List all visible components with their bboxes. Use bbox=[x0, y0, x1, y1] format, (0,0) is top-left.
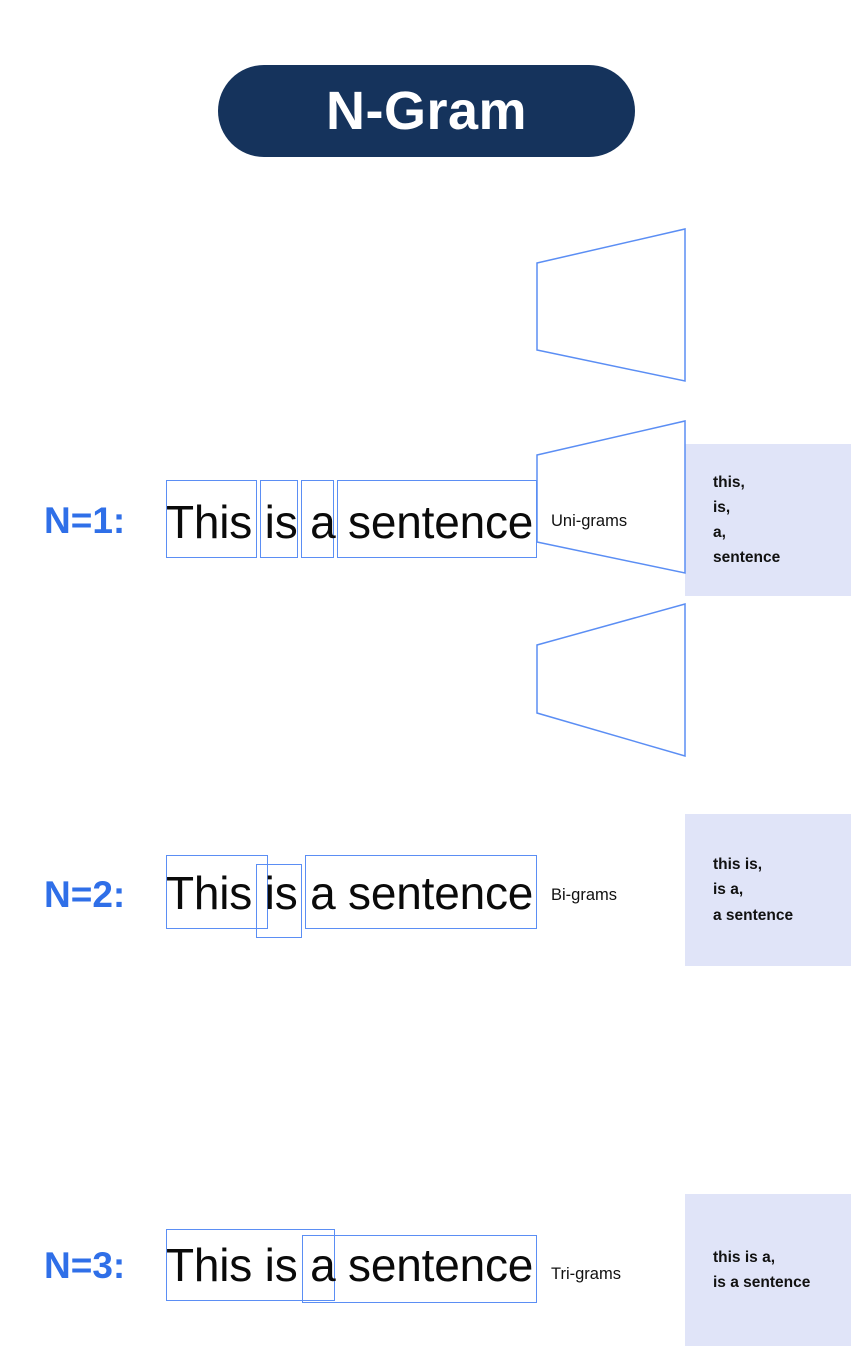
gram-label-bigram: Bi-grams bbox=[551, 886, 618, 904]
ngram-row-trigram: N=3: This is a sentence Tri-grams this i… bbox=[0, 590, 851, 1346]
output-text-bigram: this is, is a, a sentence bbox=[713, 856, 794, 924]
funnel-shape-trigram bbox=[536, 603, 686, 757]
sentence-text-bigram: This is a sentence bbox=[166, 867, 534, 919]
sentence-text-unigram: This is a sentence bbox=[166, 496, 534, 548]
token-box-a bbox=[301, 480, 334, 558]
row-label-n2: N=2: bbox=[44, 874, 126, 915]
output-panel-trigram: this is a, is a sentence bbox=[685, 1194, 851, 1346]
funnel-shape-unigram bbox=[536, 228, 686, 382]
title-badge: N-Gram bbox=[218, 65, 635, 157]
ngram-row-bigram: N=2: This is a sentence Bi-grams this is… bbox=[0, 400, 851, 966]
output-panel-bigram: this is, is a, a sentence bbox=[685, 814, 851, 966]
row-label-n3: N=3: bbox=[44, 1245, 126, 1286]
token-box-is bbox=[260, 480, 298, 558]
row-label-n1: N=1: bbox=[44, 500, 126, 541]
gram-label-unigram: Uni-grams bbox=[551, 512, 628, 530]
sentence-text-trigram: This is a sentence bbox=[166, 1239, 534, 1291]
page-title: N-Gram bbox=[325, 81, 528, 141]
ngram-row-unigram: N=1: This is a sentence Uni-grams this, … bbox=[0, 215, 851, 596]
output-text-trigram: this is a, is a sentence bbox=[713, 1248, 811, 1291]
funnel-shape-bigram bbox=[536, 420, 686, 574]
output-text-unigram: this, is, a, sentence bbox=[713, 473, 781, 567]
gram-label-trigram: Tri-grams bbox=[551, 1265, 621, 1283]
token-box-this bbox=[166, 480, 257, 558]
output-panel-unigram: this, is, a, sentence bbox=[685, 444, 851, 596]
